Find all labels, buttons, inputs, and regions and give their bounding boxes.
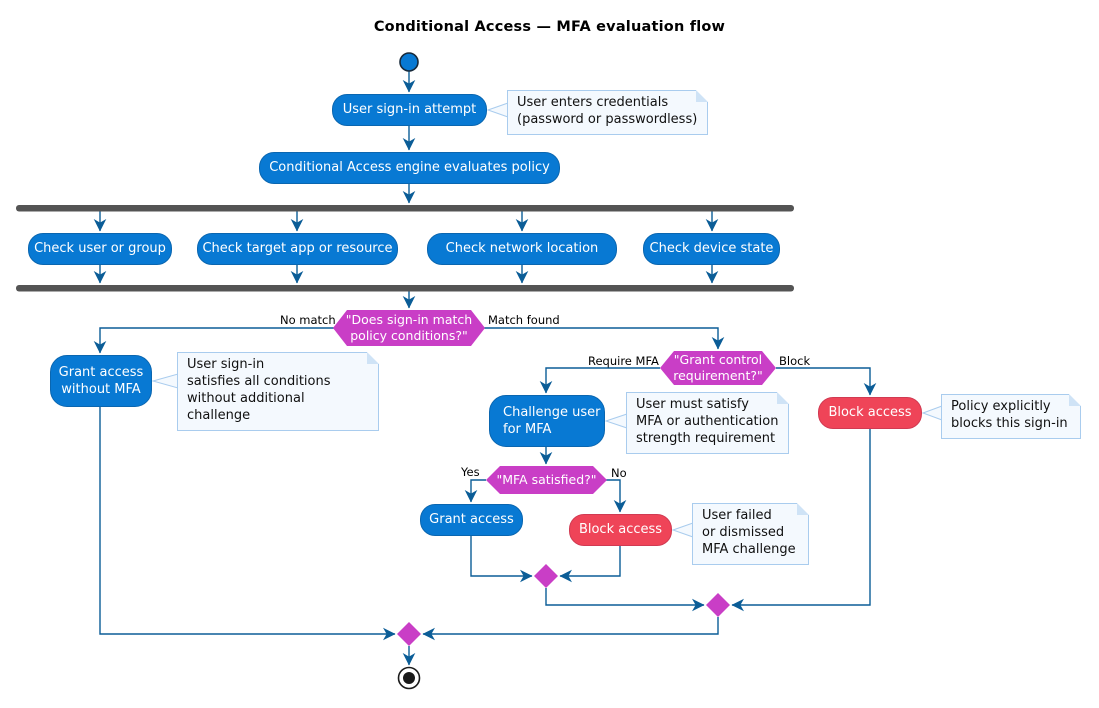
edge-label-match-found: Match found — [488, 313, 560, 327]
activity-grant-without-mfa: Grant access without MFA — [50, 355, 152, 407]
activity-grant-access: Grant access — [420, 504, 523, 536]
activity-block-access-mfa: Block access — [569, 514, 672, 546]
activity-block-access-policy: Block access — [818, 397, 922, 429]
edge-block-branch — [776, 367, 877, 396]
edge-grant-without-mfa-to-merge3 — [99, 407, 396, 641]
diagram-title: Conditional Access — MFA evaluation flow — [373, 19, 726, 35]
decision-grant-control: "Grant control requirement?" — [660, 351, 776, 385]
activity-check-target-app: Check target app or resource — [197, 233, 398, 265]
note-mfa-failed: User failed or dismissed MFA challenge — [692, 503, 809, 565]
note-tail-mfa-failed — [671, 522, 694, 538]
note-tail-block-reason — [921, 405, 943, 421]
edge-label-yes: Yes — [461, 465, 480, 479]
note-grant-reason: User sign-in satisfies all conditions wi… — [177, 352, 379, 431]
note-block-reason: Policy explicitly blocks this sign-in — [941, 394, 1081, 439]
activity-engine-evaluates: Conditional Access engine evaluates poli… — [259, 152, 560, 184]
edge-no-match-branch — [93, 327, 334, 354]
decision-policy-match: "Does sign-in match policy conditions?" — [333, 310, 485, 346]
end-node-dot — [403, 672, 415, 684]
decision-mfa-satisfied: "MFA satisfied?" — [486, 466, 607, 494]
edge-label-block: Block — [779, 354, 811, 368]
edge-grant-to-merge1 — [470, 536, 533, 583]
note-tail-grant-reason — [151, 373, 179, 389]
edge-block-policy-to-merge2 — [731, 429, 871, 612]
edge-label-require-mfa: Require MFA — [588, 354, 659, 368]
edge-merge1-to-merge2 — [545, 588, 705, 612]
edge-merge2-to-merge3 — [422, 617, 719, 641]
start-node — [399, 52, 419, 72]
edge-require-mfa-branch — [539, 367, 660, 394]
join-bar — [16, 285, 794, 292]
note-tail-mfa-requirement — [604, 413, 628, 429]
activity-challenge-mfa: Challenge user for MFA — [489, 395, 605, 447]
activity-check-network-location: Check network location — [427, 233, 617, 265]
note-mfa-requirement: User must satisfy MFA or authentication … — [626, 392, 789, 454]
edge-label-no-match: No match — [280, 313, 336, 327]
fork-bar — [16, 205, 794, 212]
edge-yes-branch — [464, 479, 486, 503]
edge-label-no: No — [611, 466, 627, 480]
activity-user-signin: User sign-in attempt — [332, 94, 487, 126]
activity-check-device-state: Check device state — [643, 233, 780, 265]
note-credentials: User enters credentials (password or pas… — [507, 90, 708, 135]
edge-match-found-branch — [484, 327, 725, 350]
merge-diamond-final — [397, 622, 421, 646]
activity-check-user-group: Check user or group — [28, 233, 172, 265]
merge-diamond-grant-control — [706, 593, 730, 617]
note-tail-credentials — [486, 102, 509, 118]
merge-diamond-mfa — [534, 564, 558, 588]
edge-block-mfa-to-merge1 — [559, 546, 621, 583]
edge-no-branch — [606, 479, 627, 513]
